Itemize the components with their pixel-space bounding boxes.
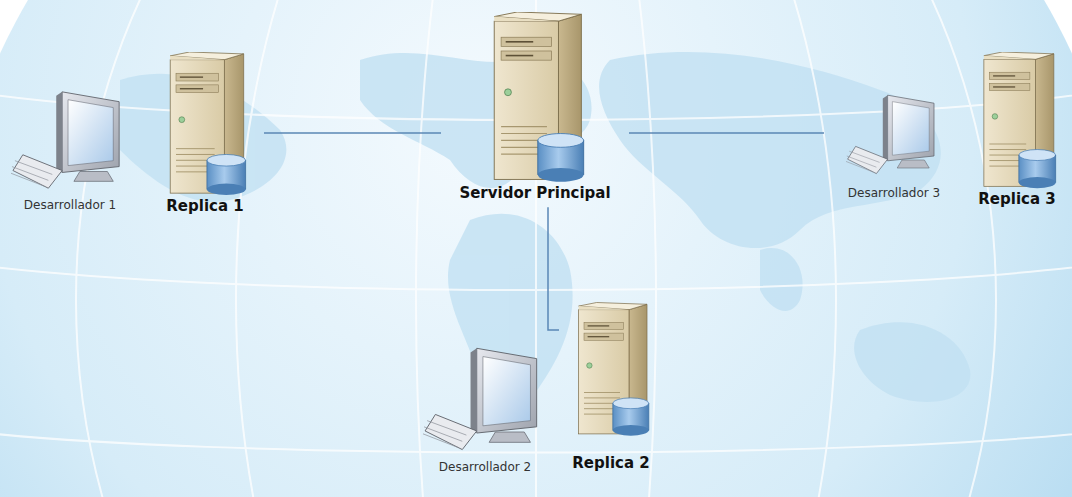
- network-link: [548, 207, 559, 330]
- server-label: Replica 1: [164, 197, 245, 216]
- server-icon: [155, 52, 255, 197]
- server-label: Replica 2: [570, 454, 651, 473]
- developer-label: Desarrollador 1: [22, 198, 118, 214]
- network-link: [264, 132, 441, 134]
- database-server: Servidor Principal: [445, 12, 625, 203]
- developer-workstation: Desarrollador 2: [420, 342, 550, 476]
- developer-label: Desarrollador 2: [437, 460, 533, 476]
- network-link: [629, 132, 824, 134]
- server-icon: [566, 286, 656, 454]
- server-label: Servidor Principal: [457, 184, 612, 203]
- developer-label: Desarrollador 3: [846, 186, 942, 202]
- database-server: Replica 1: [150, 52, 260, 216]
- database-server: Replica 3: [968, 52, 1066, 209]
- developer-workstation: Desarrollador 1: [8, 86, 132, 214]
- computer-icon: [423, 342, 547, 460]
- server-label: Replica 3: [976, 190, 1057, 209]
- database-server: Replica 2: [563, 286, 659, 473]
- computer-icon: [846, 86, 942, 186]
- server-icon: [473, 12, 598, 184]
- computer-icon: [11, 86, 129, 198]
- server-icon: [971, 52, 1063, 190]
- developer-workstation: Desarrollador 3: [828, 86, 960, 202]
